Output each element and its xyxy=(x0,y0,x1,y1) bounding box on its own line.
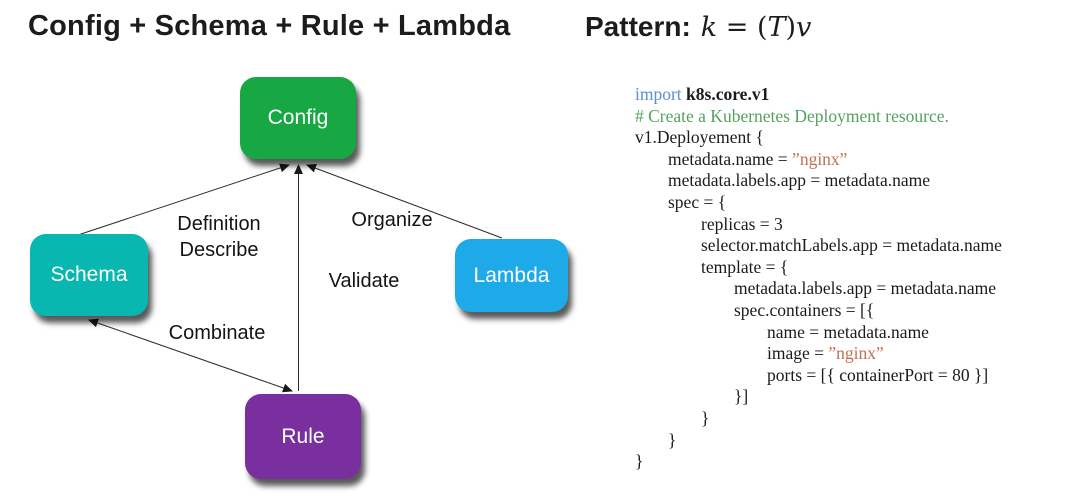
code-line: import k8s.core.v1 xyxy=(635,84,1075,106)
node-lambda[interactable]: Lambda xyxy=(455,239,568,312)
code-token-text: selector.matchLabels.app = metadata.name xyxy=(701,235,1002,256)
node-rule[interactable]: Rule xyxy=(245,394,361,479)
code-token-text: metadata.name = xyxy=(668,148,793,169)
code-line: spec = { xyxy=(635,192,1075,214)
edge-schema-rule xyxy=(88,318,293,393)
code-token-text: } xyxy=(701,407,710,428)
code-line: name = metadata.name xyxy=(635,322,1075,344)
code-token-text: spec = { xyxy=(668,191,727,212)
code-token-text: v1.Deployement { xyxy=(635,127,764,148)
edge-label-combinate: Combinate xyxy=(168,322,266,344)
code-line: } xyxy=(635,408,1075,430)
code-line: metadata.labels.app = metadata.name xyxy=(635,278,1075,300)
diagram-edges xyxy=(74,163,503,393)
code-line: metadata.name = ”nginx” xyxy=(635,149,1075,171)
code-line: v1.Deployement { xyxy=(635,127,1075,149)
formula-close: ) xyxy=(785,12,797,43)
code-line: ports = [{ containerPort = 80 }] xyxy=(635,365,1075,387)
pattern-title: Pattern: k = (T)v xyxy=(585,11,811,43)
code-token-text: image = xyxy=(767,343,829,364)
code-line: metadata.labels.app = metadata.name xyxy=(635,170,1075,192)
code-line: # Create a Kubernetes Deployment resourc… xyxy=(635,106,1075,128)
edge-lambda-config xyxy=(306,163,503,239)
code-token-text: metadata.labels.app = metadata.name xyxy=(734,278,997,299)
node-schema[interactable]: Schema xyxy=(30,234,148,316)
code-token-text: name = metadata.name xyxy=(767,321,929,342)
code-token-comment: # Create a Kubernetes Deployment resourc… xyxy=(635,105,949,126)
edge-schema-config xyxy=(74,163,290,237)
code-token-bold: k8s.core.v1 xyxy=(686,84,770,104)
code-token-text: ports = [{ containerPort = 80 }] xyxy=(767,364,989,385)
node-config-label: Config xyxy=(267,106,329,129)
pattern-formula: k = (T)v xyxy=(701,12,812,43)
formula-k: k xyxy=(700,12,718,43)
edge-label-definition: Definition xyxy=(177,213,261,235)
code-line: } xyxy=(635,430,1075,452)
code-line: selector.matchLabels.app = metadata.name xyxy=(635,235,1075,257)
node-schema-label: Schema xyxy=(50,263,128,286)
diagram-title: Config + Schema + Rule + Lambda xyxy=(28,10,511,42)
code-line: image = ”nginx” xyxy=(635,343,1075,365)
code-token-string: ”nginx” xyxy=(792,148,848,169)
code-line: replicas = 3 xyxy=(635,214,1075,236)
formula-T: T xyxy=(767,12,786,43)
code-token-text: }] xyxy=(734,386,749,407)
code-line: }] xyxy=(635,386,1075,408)
code-token-text: replicas = 3 xyxy=(701,213,783,234)
code-token-keyword: import xyxy=(635,84,687,104)
edge-label-organize: Organize xyxy=(351,209,433,231)
code-block: import k8s.core.v1# Create a Kubernetes … xyxy=(635,84,1075,473)
code-token-text: } xyxy=(635,451,644,472)
code-token-text: } xyxy=(668,429,677,450)
code-line: template = { xyxy=(635,257,1075,279)
formula-eq: = ( xyxy=(717,12,768,43)
node-lambda-label: Lambda xyxy=(473,263,550,287)
code-line: spec.containers = [{ xyxy=(635,300,1075,322)
code-token-string: ”nginx” xyxy=(828,343,884,364)
code-token-text: template = { xyxy=(701,256,789,277)
edge-label-definition-describe: Definition Describe xyxy=(177,211,260,263)
code-token-text: spec.containers = [{ xyxy=(734,299,875,320)
edge-label-describe: Describe xyxy=(179,239,259,261)
pattern-label: Pattern: xyxy=(585,11,691,42)
node-rule-label: Rule xyxy=(281,424,325,448)
edge-label-validate: Validate xyxy=(328,270,400,292)
code-token-text: metadata.labels.app = metadata.name xyxy=(668,170,931,191)
code-line: } xyxy=(635,451,1075,473)
node-config[interactable]: Config xyxy=(240,77,356,159)
formula-v: v xyxy=(796,12,812,43)
